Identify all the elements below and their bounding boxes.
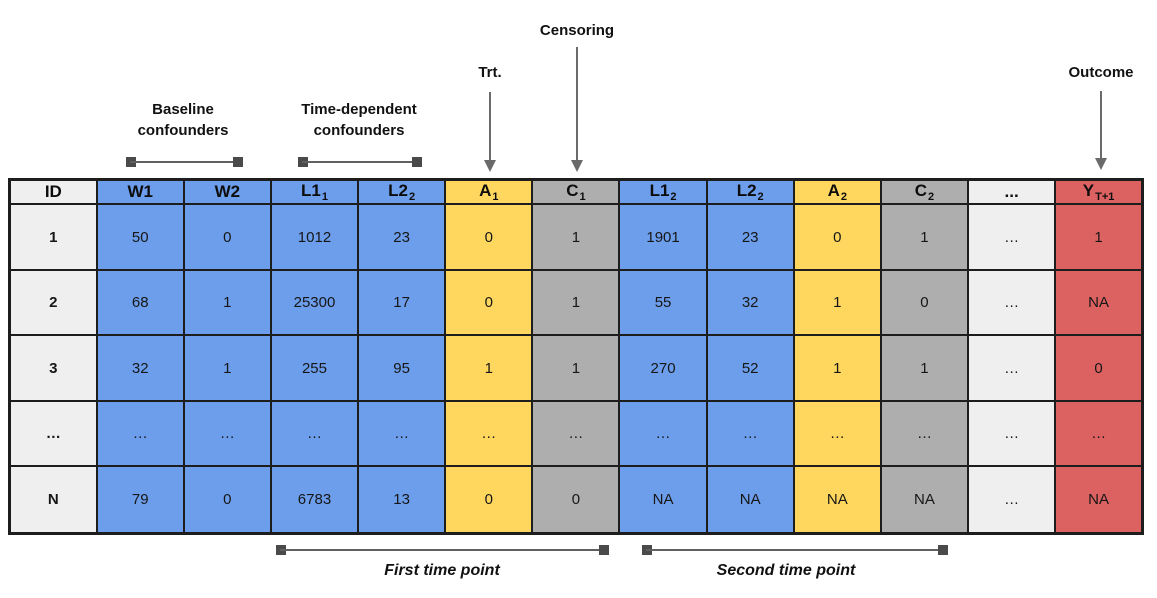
table-cell: … — [182, 399, 272, 468]
time-dependent-confounders-bracket — [298, 157, 422, 167]
censoring-label: Censoring — [539, 22, 615, 39]
column-header-l2-2: L22 — [357, 178, 447, 206]
table-cell: … — [705, 399, 795, 468]
table-cell: 1 — [1054, 203, 1144, 271]
table-cell: 23 — [357, 203, 447, 271]
censoring-arrow-icon — [570, 47, 584, 172]
column-header-l2-2: L22 — [705, 178, 795, 206]
first-time-point-bracket — [276, 545, 609, 555]
table-cell: 1 — [531, 268, 621, 337]
table-cell: 1901 — [618, 203, 708, 271]
table-cell: 68 — [95, 268, 185, 337]
table-cell: … — [531, 399, 621, 468]
table-cell: NA — [1054, 268, 1144, 337]
table-cell: 1 — [444, 334, 534, 402]
table-cell: 0 — [444, 465, 534, 535]
table-cell: NA — [705, 465, 795, 535]
table-cell: 0 — [182, 203, 272, 271]
table-cell: 6783 — [269, 465, 360, 535]
table-cell: … — [1054, 399, 1144, 468]
table-cell: 55 — [618, 268, 708, 337]
table-cell: 0 — [182, 465, 272, 535]
table-cell: 79 — [95, 465, 185, 535]
table-cell: 0 — [792, 203, 882, 271]
table-cell: 13 — [357, 465, 447, 535]
column-header-l1-1: L11 — [269, 178, 360, 206]
first-time-point-label: First time point — [384, 562, 500, 579]
table-cell: 17 — [357, 268, 447, 337]
table-cell: 1 — [531, 203, 621, 271]
table-cell: … — [95, 399, 185, 468]
second-time-point-label: Second time point — [716, 562, 856, 579]
table-cell: 0 — [444, 268, 534, 337]
table-cell: 1 — [182, 334, 272, 402]
table-cell: … — [967, 465, 1057, 535]
table-cell: 1 — [8, 203, 98, 271]
outcome-label: Outcome — [1068, 64, 1134, 81]
table-cell: 1 — [792, 334, 882, 402]
table-cell: … — [8, 399, 98, 468]
table-cell: … — [879, 399, 970, 468]
column-header-w1: W1 — [95, 178, 185, 206]
table-cell: NA — [1054, 465, 1144, 535]
table-cell: … — [967, 334, 1057, 402]
column-header-c-1: C1 — [531, 178, 621, 206]
column-header--: ... — [967, 178, 1057, 206]
table-cell: 1 — [879, 203, 970, 271]
table-cell: 255 — [269, 334, 360, 402]
table-cell: … — [792, 399, 882, 468]
table-cell: 50 — [95, 203, 185, 271]
table-cell: … — [618, 399, 708, 468]
table-cell: NA — [879, 465, 970, 535]
table-cell: N — [8, 465, 98, 535]
table-cell: 25300 — [269, 268, 360, 337]
table-cell: 270 — [618, 334, 708, 402]
table-cell: 1012 — [269, 203, 360, 271]
table-cell: … — [357, 399, 447, 468]
table-cell: 1 — [182, 268, 272, 337]
table-cell: 1 — [879, 334, 970, 402]
table-cell: 1 — [531, 334, 621, 402]
table-cell: 3 — [8, 334, 98, 402]
table-cell: 52 — [705, 334, 795, 402]
table-cell: 32 — [95, 334, 185, 402]
second-time-point-bracket — [642, 545, 948, 555]
table-cell: … — [444, 399, 534, 468]
table-cell: 2 — [8, 268, 98, 337]
table-cell: … — [269, 399, 360, 468]
column-header-l1-2: L12 — [618, 178, 708, 206]
column-header-y-t+1: YT+1 — [1054, 178, 1144, 206]
table-cell: NA — [792, 465, 882, 535]
table-cell: … — [967, 399, 1057, 468]
baseline-confounders-label: Baseline confounders — [137, 101, 229, 139]
table-cell: 0 — [879, 268, 970, 337]
treatment-label: Trt. — [478, 64, 502, 81]
time-dependent-confounders-label: Time-dependent confounders — [301, 101, 417, 139]
table-cell: … — [967, 268, 1057, 337]
table-cell: 95 — [357, 334, 447, 402]
table-cell: 32 — [705, 268, 795, 337]
column-header-id: ID — [8, 178, 98, 206]
table-cell: … — [967, 203, 1057, 271]
table-cell: 23 — [705, 203, 795, 271]
table-cell: NA — [618, 465, 708, 535]
table-cell: 0 — [531, 465, 621, 535]
table-cell: 1 — [792, 268, 882, 337]
baseline-confounders-bracket — [126, 157, 243, 167]
column-header-w2: W2 — [182, 178, 272, 206]
table-cell: 0 — [444, 203, 534, 271]
table-cell: 0 — [1054, 334, 1144, 402]
column-header-c-2: C2 — [879, 178, 970, 206]
column-header-a-1: A1 — [444, 178, 534, 206]
table-row-…: ………………………………… — [8, 399, 1144, 468]
outcome-arrow-icon — [1094, 91, 1108, 170]
treatment-arrow-icon — [483, 92, 497, 172]
column-header-a-2: A2 — [792, 178, 882, 206]
